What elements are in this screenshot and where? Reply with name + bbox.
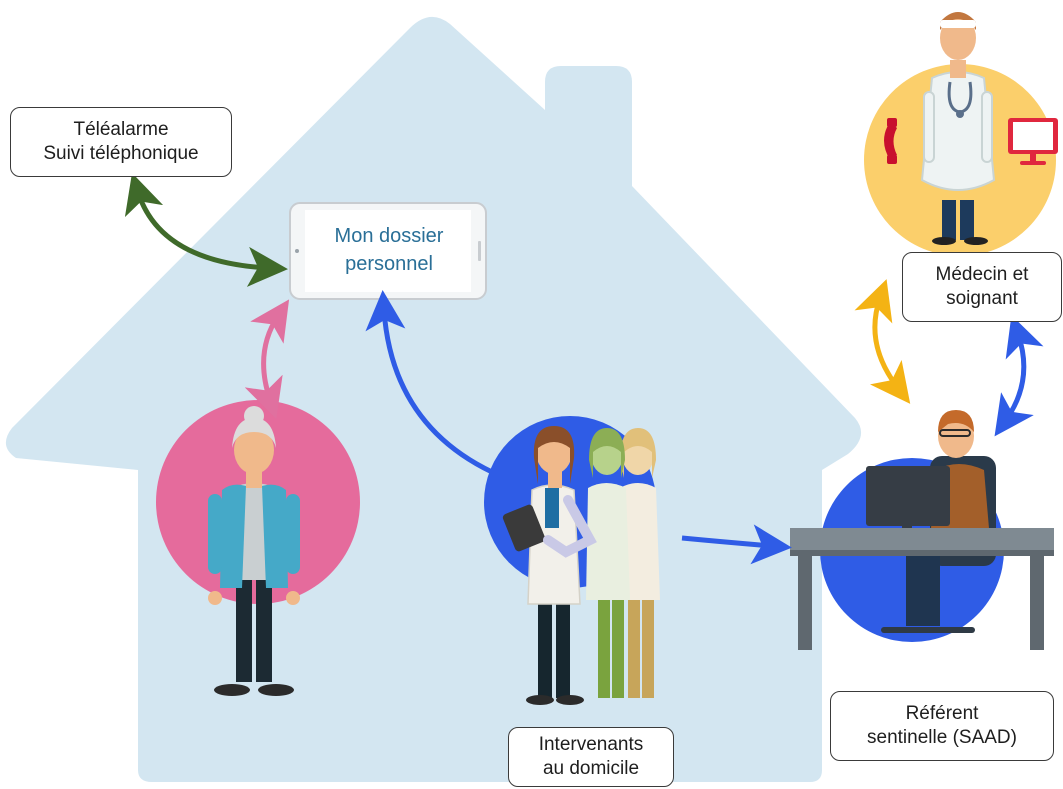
dossier-label: Mon dossier personnel (300, 222, 478, 278)
referent-line-2: sentinelle (SAAD) (867, 727, 1017, 748)
caregivers-group-icon (502, 426, 660, 705)
intervenants-line-2: au domicile (542, 758, 640, 779)
medecin-line-1: Médecin et (935, 264, 1029, 285)
medecin-line-2: soignant (946, 288, 1018, 309)
referent-desk-icon (790, 410, 1054, 650)
arrow-elderly-dossier (244, 299, 290, 419)
caregivers-group (484, 416, 660, 705)
intervenants-line-1: Intervenants (538, 734, 644, 755)
referent-group (790, 410, 1054, 650)
dossier-line-2: personnel (345, 253, 433, 275)
arrow-medecin-referent-orange (854, 279, 911, 404)
telealarme-label: Téléalarme Suivi téléphonique (10, 107, 232, 177)
phone-icon (884, 118, 897, 164)
referent-label: Référent sentinelle (SAAD) (830, 691, 1054, 761)
doctor-group (864, 12, 1058, 256)
intervenants-label: Intervenants au domicile (508, 727, 674, 787)
referent-line-1: Référent (905, 703, 979, 724)
telealarme-line-1: Téléalarme (73, 119, 169, 140)
arrow-caregivers-referent (681, 524, 792, 565)
tablet-icon (289, 202, 487, 300)
doctor-icon (920, 12, 996, 245)
elderly-woman-icon (208, 406, 300, 696)
telealarme-line-2: Suivi téléphonique (43, 143, 199, 164)
elderly-group (156, 400, 360, 696)
medecin-label: Médecin et soignant (902, 252, 1062, 322)
arrow-medecin-referent-blue (994, 315, 1044, 437)
monitor-icon (1008, 118, 1058, 165)
arrow-caregivers-dossier (365, 290, 494, 475)
dossier-line-1: Mon dossier (334, 225, 444, 247)
arrow-telealarme-dossier (124, 172, 288, 287)
